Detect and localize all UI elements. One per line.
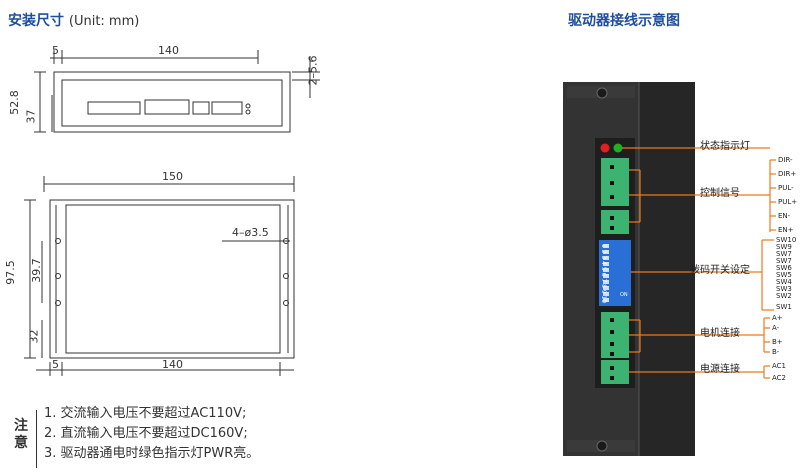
dim-top-width: 140 xyxy=(158,44,179,57)
control-terminal xyxy=(601,158,629,206)
signal-label: B+ xyxy=(772,338,783,346)
notes-label: 注意 xyxy=(14,418,28,451)
dim-bottom-offset: 5 xyxy=(52,358,59,371)
label-dip-setting: 拨码开关设定 xyxy=(690,265,750,276)
motor-terminal xyxy=(601,312,629,358)
signal-label: SW3 xyxy=(776,285,792,293)
signal-label: SW5 xyxy=(776,271,792,279)
wiring-diagram-title: 驱动器接线示意图 xyxy=(568,13,680,29)
notes-list: 1. 交流输入电压不要超过AC110V; 2. 直流输入电压不要超过DC160V… xyxy=(44,404,259,464)
dip-numbers: 1 2 3 4 5 6 7 8 9 10 xyxy=(600,244,607,304)
signal-label: SW9 xyxy=(776,243,792,251)
label-status-led: 状态指示灯 xyxy=(700,141,750,152)
signal-label: A+ xyxy=(772,314,783,322)
signal-label: PUL- xyxy=(778,184,794,192)
signal-label: DIR+ xyxy=(778,170,797,178)
signal-label: DIR- xyxy=(778,156,793,164)
note-item: 1. 交流输入电压不要超过AC110V; xyxy=(44,406,247,421)
label-control-signal: 控制信号 xyxy=(700,188,740,199)
mounting-dimensions-title: 安装尺寸 (Unit: mm) xyxy=(8,10,139,30)
signal-label: SW1 xyxy=(776,303,792,311)
signal-label: SW2 xyxy=(776,292,792,300)
signal-label: A- xyxy=(772,324,780,332)
note-item: 2. 直流输入电压不要超过DC160V; xyxy=(44,426,248,441)
wiring-lines xyxy=(622,147,776,379)
dim-mid-width: 150 xyxy=(162,170,183,183)
signal-label: SW6 xyxy=(776,264,792,272)
dim-bottom-width: 140 xyxy=(162,358,183,371)
signal-label: AC1 xyxy=(772,362,787,370)
dim-hole: 4–ø3.5 xyxy=(232,226,269,239)
signal-label: EN+ xyxy=(778,226,794,234)
signal-label: SW10 xyxy=(776,236,797,244)
signal-label: AC2 xyxy=(772,374,787,382)
notes-divider xyxy=(36,410,37,468)
mounting-title-text: 安装尺寸 xyxy=(8,13,64,29)
signal-label: SW7 xyxy=(776,257,792,265)
enable-terminal xyxy=(601,210,629,234)
note-item: 3. 驱动器通电时绿色指示灯PWR亮。 xyxy=(44,446,260,461)
led-green-icon xyxy=(613,143,623,153)
signal-label: SW7 xyxy=(776,250,792,258)
mechanical-drawing xyxy=(24,50,320,376)
dip-on-label: ON xyxy=(620,292,628,298)
signal-label: PUL+ xyxy=(778,198,798,206)
power-terminal xyxy=(601,360,629,384)
signal-label: B- xyxy=(772,348,780,356)
label-power-connection: 电源连接 xyxy=(700,364,740,375)
led-red-icon xyxy=(600,143,610,153)
label-motor-connection: 电机连接 xyxy=(700,328,740,339)
signal-label: EN- xyxy=(778,212,791,220)
signal-label: SW4 xyxy=(776,278,792,286)
dim-top-offset: 5 xyxy=(52,44,59,57)
unit-label: (Unit: mm) xyxy=(68,14,140,29)
